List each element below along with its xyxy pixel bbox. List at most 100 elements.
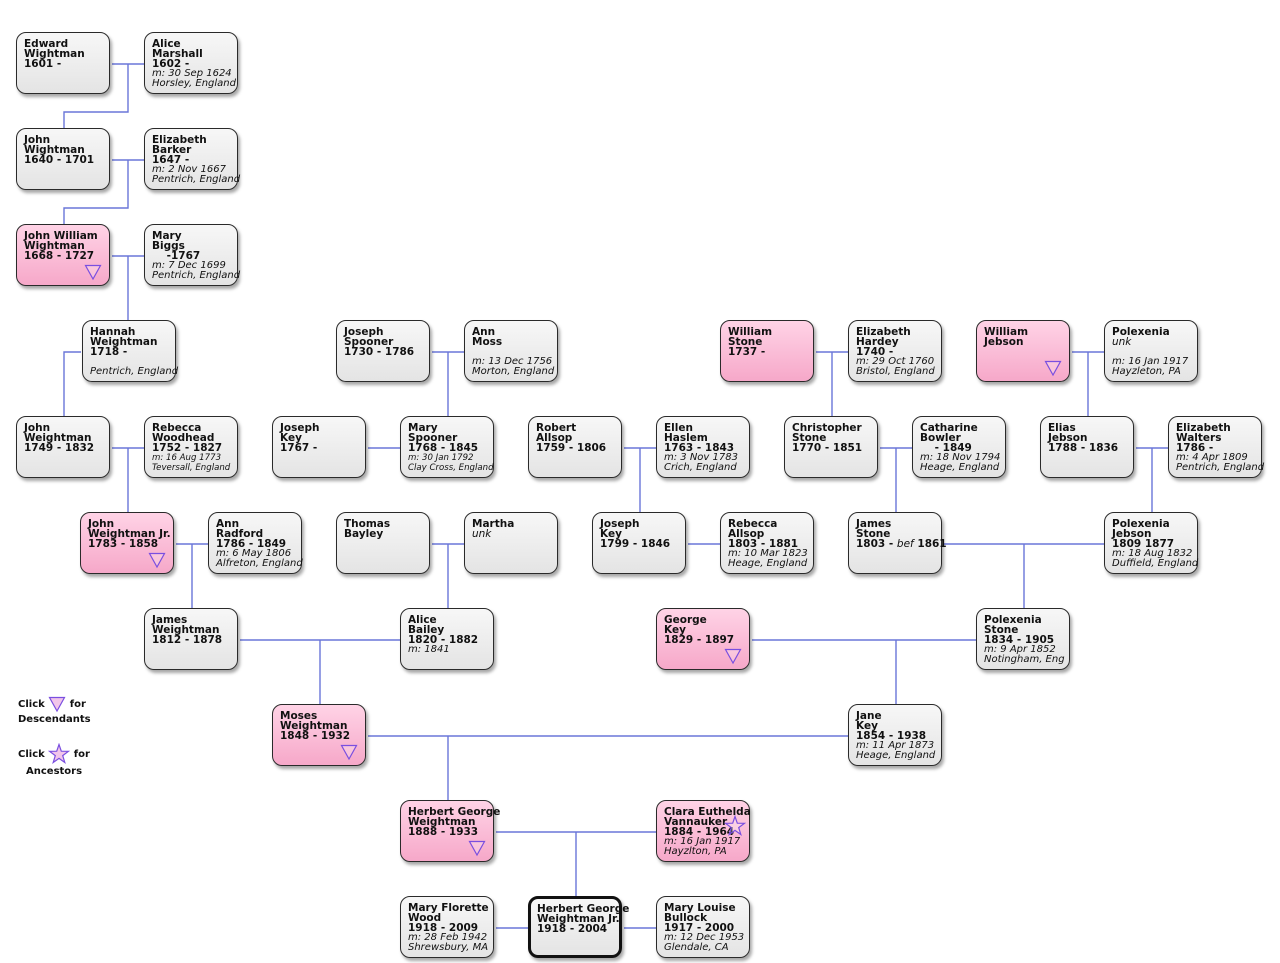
person-dates: 1767 - — [280, 442, 318, 454]
descendants-triangle-icon[interactable] — [724, 647, 742, 665]
person-card-herbert-george-weightman[interactable]: Herbert George Weightman 1888 - 1933 — [400, 800, 500, 862]
marriage-place: Hayzlton, PA — [664, 846, 727, 857]
person-name: Edward Wightman — [24, 38, 85, 60]
person-name: Elias Jebson — [1048, 422, 1088, 444]
person-card-ann-radford[interactable]: Ann Radford 1786 - 1849 m: 6 May 1806 Al… — [208, 512, 303, 574]
person-card-ann-moss[interactable]: Ann Moss m: 13 Dec 1756 Morton, England — [464, 320, 558, 382]
person-card-rebecca-allsop[interactable]: Rebecca Allsop 1803 - 1881 m: 10 Mar 182… — [720, 512, 814, 574]
marriage-place: Teversall, England — [152, 463, 231, 473]
person-dates: - 1849 — [920, 442, 972, 454]
ancestors-star-icon — [48, 742, 71, 765]
marriage-place: Heage, England — [728, 558, 808, 569]
unknown-dates: unk — [1112, 336, 1132, 348]
descendants-triangle-icon[interactable] — [468, 839, 486, 857]
person-dates: 1854 - 1938 — [856, 730, 927, 742]
marriage-date: m: 16 Aug 1773 — [152, 453, 222, 463]
person-card-robert-allsop[interactable]: Robert Allsop 1759 - 1806 — [528, 416, 622, 478]
person-dates: 1602 - — [152, 58, 190, 70]
person-dates: 1752 - 1827 — [152, 442, 223, 454]
person-card-elizabeth-hardey[interactable]: Elizabeth Hardey 1740 - m: 29 Oct 1760 B… — [848, 320, 942, 382]
marriage-place: Pentrich, England — [152, 270, 241, 281]
person-card-mary-louise-bullock[interactable]: Mary Louise Bullock 1917 - 2000 m: 12 De… — [656, 896, 750, 958]
person-card-james-stone[interactable]: James Stone 1803 - bef 1861 — [848, 512, 947, 574]
person-card-john-wightman[interactable]: John Wightman 1640 - 1701 — [16, 128, 110, 190]
person-card-catharine-bowler[interactable]: Catharine Bowler - 1849 m: 18 Nov 1794 H… — [912, 416, 1006, 478]
before-qualifier: bef — [896, 538, 914, 550]
person-dates: 1848 - 1932 — [280, 730, 351, 742]
person-dates: 1768 - 1845 — [408, 442, 479, 454]
marriage-place: Glendale, CA — [664, 942, 729, 953]
person-card-mary-spooner[interactable]: Mary Spooner 1768 - 1845 m: 30 Jan 1792 … — [400, 416, 494, 478]
person-card-thomas-bayley[interactable]: Thomas Bayley — [336, 512, 430, 574]
person-card-clara-vannauker[interactable]: Clara Euthelda Vannauker 1884 - 1964 m: … — [656, 800, 751, 862]
person-card-mary-biggs[interactable]: Mary Biggs -1767 m: 7 Dec 1699 Pentrich,… — [144, 224, 241, 286]
person-card-polexenia-stone[interactable]: Polexenia Stone 1834 - 1905 m: 9 Apr 185… — [976, 608, 1070, 670]
person-card-alice-bailey[interactable]: Alice Bailey 1820 - 1882 m: 1841 — [400, 608, 494, 670]
person-dates: 1740 - — [856, 346, 894, 358]
person-card-joseph-key-1799[interactable]: Joseph Key 1799 - 1846 — [592, 512, 686, 574]
person-name: Alice Marshall — [152, 38, 203, 60]
person-card-james-weightman[interactable]: James Weightman 1812 - 1878 — [144, 608, 238, 670]
person-card-rebecca-woodhead[interactable]: Rebecca Woodhead 1752 - 1827 m: 16 Aug 1… — [144, 416, 238, 478]
person-dates: 1809 1877 — [1112, 538, 1175, 550]
person-card-john-weightman[interactable]: John Weightman 1749 - 1832 — [16, 416, 110, 478]
person-name: Catharine Bowler — [920, 422, 978, 444]
marriage-date: m: 1841 — [408, 644, 450, 655]
person-name: Alice Bailey — [408, 614, 445, 636]
person-name: James Weightman — [152, 614, 220, 636]
marriage-date: m: 3 Nov 1783 — [664, 452, 738, 463]
marriage-date: m: 16 Jan 1917 — [1112, 356, 1189, 367]
person-name: Robert Allsop — [536, 422, 577, 444]
descendants-triangle-icon[interactable] — [340, 743, 358, 761]
person-card-edward-wightman[interactable]: Edward Wightman 1601 - — [16, 32, 110, 94]
marriage-date: m: 6 May 1806 — [216, 548, 292, 559]
person-card-mary-florette-wood[interactable]: Mary Florette Wood 1918 - 2009 m: 28 Feb… — [400, 896, 494, 958]
person-name: Clara Euthelda Vannauker — [664, 806, 751, 828]
marriage-date: m: 30 Jan 1792 — [408, 453, 474, 463]
person-name: Martha — [472, 518, 515, 530]
person-card-john-weightman-jr[interactable]: John Weightman Jr. 1783 - 1858 — [80, 512, 174, 574]
person-name: Joseph Spooner — [344, 326, 394, 348]
person-dates: 1803 - 1881 — [728, 538, 799, 550]
person-name: Mary Louise Bullock — [664, 902, 736, 924]
person-card-joseph-key-1767[interactable]: Joseph Key 1767 - — [272, 416, 366, 478]
descendants-triangle-icon[interactable] — [148, 551, 166, 569]
legend-ancestors: Click for Ancestors — [18, 742, 90, 777]
person-card-christopher-stone[interactable]: Christopher Stone 1770 - 1851 — [784, 416, 878, 478]
person-card-john-william-wightman[interactable]: John William Wightman 1668 - 1727 — [16, 224, 110, 286]
person-dates: -1767 — [152, 250, 201, 262]
person-card-william-jebson[interactable]: William Jebson — [976, 320, 1070, 382]
ancestors-star-icon[interactable] — [724, 815, 746, 837]
person-card-william-stone[interactable]: William Stone 1737 - — [720, 320, 814, 382]
marriage-place: Shrewsbury, MA — [408, 942, 489, 953]
person-dates: 1786 - — [1176, 442, 1214, 454]
person-card-polexenia[interactable]: Polexenia unk m: 16 Jan 1917 Hayzleton, … — [1104, 320, 1198, 382]
person-card-jane-key[interactable]: Jane Key 1854 - 1938 m: 11 Apr 1873 Heag… — [848, 704, 942, 766]
person-card-polexenia-jebson[interactable]: Polexenia Jebson 1809 1877 m: 18 Aug 183… — [1104, 512, 1198, 574]
marriage-place: Clay Cross, England — [408, 463, 494, 473]
person-dates: 1918 - 2004 — [537, 923, 608, 935]
person-dates: 1759 - 1806 — [536, 442, 607, 454]
person-card-alice-marshall[interactable]: Alice Marshall 1602 - m: 30 Sep 1624 Hor… — [144, 32, 238, 94]
descendants-triangle-icon[interactable] — [84, 263, 102, 281]
person-card-herbert-george-weightman-jr[interactable]: Herbert George Weightman Jr. 1918 - 2004 — [528, 896, 629, 958]
person-card-elias-jebson[interactable]: Elias Jebson 1788 - 1836 — [1040, 416, 1134, 478]
person-card-george-key[interactable]: George Key 1829 - 1897 — [656, 608, 750, 670]
birth-place: Pentrich, England — [90, 366, 179, 377]
person-card-joseph-spooner[interactable]: Joseph Spooner 1730 - 1786 — [336, 320, 430, 382]
marriage-place: Heage, England — [920, 462, 1000, 473]
person-dates: 1601 - — [24, 58, 62, 70]
person-dates: 1803 - bef 1861 — [856, 538, 947, 550]
descendants-triangle-icon — [48, 696, 66, 713]
person-name: Elizabeth Walters — [1176, 422, 1231, 444]
person-card-elizabeth-walters[interactable]: Elizabeth Walters 1786 - m: 4 Apr 1809 P… — [1168, 416, 1264, 478]
person-name: Mary Florette Wood — [408, 902, 489, 924]
descendants-triangle-icon[interactable] — [1044, 359, 1062, 377]
person-card-martha[interactable]: Martha unk — [464, 512, 558, 574]
person-card-elizabeth-barker[interactable]: Elizabeth Barker 1647 - m: 2 Nov 1667 Pe… — [144, 128, 240, 190]
legend-for-label: for — [73, 749, 90, 760]
person-card-moses-weightman[interactable]: Moses Weightman 1848 - 1932 — [272, 704, 366, 766]
person-dates: 1640 - 1701 — [24, 154, 95, 166]
person-card-hannah-weightman[interactable]: Hannah Weightman 1718 - Pentrich, Englan… — [82, 320, 179, 382]
person-card-ellen-haslem[interactable]: Ellen Haslem 1763 - 1843 m: 3 Nov 1783 C… — [656, 416, 750, 478]
